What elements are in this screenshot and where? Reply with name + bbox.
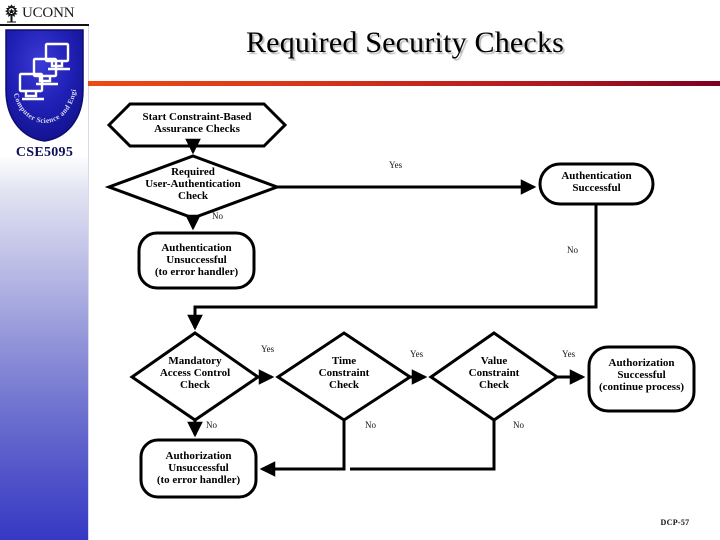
- node-auth-fail-shape: [137, 231, 256, 290]
- course-code-label: CSE5095: [15, 145, 74, 160]
- edge-time-no: [259, 420, 346, 477]
- title-divider-rule: [88, 81, 720, 86]
- uconn-underline: [0, 24, 89, 26]
- edge-authok-no: [187, 204, 598, 331]
- edge-label-value-no: No: [513, 420, 524, 430]
- page-title: Required Security Checks: [245, 26, 565, 59]
- node-time-check-shape: [275, 331, 413, 422]
- node-auth-check-shape: [104, 154, 282, 220]
- node-start-shape: [106, 102, 288, 148]
- uconn-branding: UCONN: [0, 0, 89, 26]
- node-authz-fail-shape: [139, 438, 258, 499]
- node-mac-check-shape: [129, 331, 261, 422]
- slide-footer-code: DCP-57: [660, 518, 690, 527]
- edge-label-mac-yes: Yes: [261, 344, 275, 354]
- uconn-wordmark: UCONN: [22, 4, 75, 21]
- cse-shield-logo: Computer Science and Engineering: [4, 28, 85, 143]
- shield-graphic: Computer Science and Engineering: [4, 28, 84, 142]
- edge-label-time-yes: Yes: [410, 349, 424, 359]
- node-authz-ok-shape: [587, 345, 696, 413]
- edge-label-time-no: No: [365, 420, 376, 430]
- edge-value-no: [350, 420, 496, 471]
- node-auth-ok-shape: [538, 162, 655, 206]
- edge-label-authok-no: No: [567, 245, 578, 255]
- node-value-check-shape: [428, 331, 560, 422]
- edge-label-auth-yes: Yes: [389, 160, 403, 170]
- oak-tree-icon: [5, 4, 18, 22]
- edge-label-value-yes: Yes: [562, 349, 576, 359]
- sidebar-divider: [88, 0, 89, 540]
- edge-label-auth-no: No: [212, 211, 223, 221]
- edge-label-mac-no: No: [206, 420, 217, 430]
